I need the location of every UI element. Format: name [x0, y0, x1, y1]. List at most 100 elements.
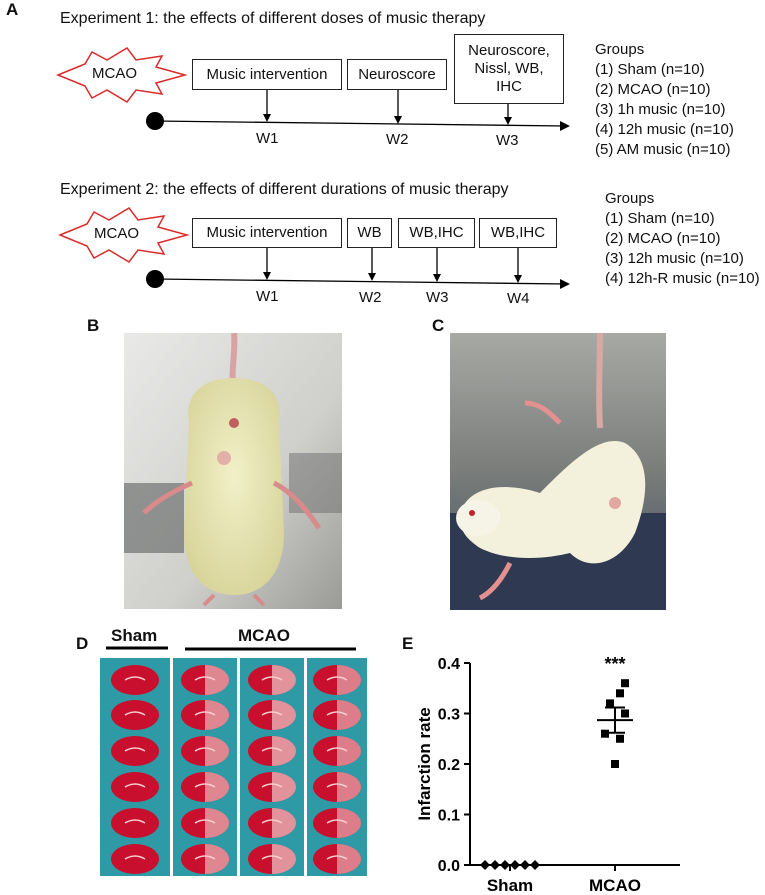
data-point-mcao: [601, 729, 609, 738]
timeline-2-arrowhead: [560, 279, 570, 289]
exp2-box-music-intervention: Music intervention: [192, 218, 342, 248]
exp2-box-wb-ihc-1: WB,IHC: [398, 218, 475, 248]
data-point-sham: [480, 860, 490, 870]
infarct-region: [205, 665, 229, 695]
ventricle-mark: [194, 676, 216, 681]
ventricle-mark: [261, 855, 283, 860]
ventricle-mark: [124, 783, 146, 788]
exp2-group-item: (1) Sham (n=10): [605, 210, 715, 227]
infarct-region: [272, 700, 296, 730]
data-point-mcao: [616, 734, 624, 743]
y-tick-label: 0.3: [438, 707, 460, 724]
ventricle-mark: [326, 711, 348, 716]
data-point-sham: [490, 860, 500, 870]
timeline-diagram: [56, 47, 570, 289]
panel-d-sham-label: Sham: [111, 626, 158, 645]
experiment-2-title: Experiment 2: the effects of different d…: [60, 181, 509, 198]
ventricle-mark: [326, 747, 348, 752]
infarct-region: [337, 700, 361, 730]
y-tick-label: 0.1: [438, 808, 460, 825]
y-tick-label: 0.0: [438, 858, 460, 875]
x-tick-label: MCAO: [589, 876, 641, 895]
rat-photo-b: [124, 333, 342, 609]
exp2-week-2: W2: [359, 289, 382, 306]
mcao-starburst-2: [58, 207, 190, 263]
x-tick-label: Sham: [487, 876, 533, 895]
ventricle-mark: [326, 855, 348, 860]
ventricle-mark: [194, 711, 216, 716]
exp2-box-wb-ihc-2: WB,IHC: [479, 218, 557, 248]
exp1-group-item: (5) AM music (n=10): [595, 141, 731, 158]
exp1-group-item: (1) Sham (n=10): [595, 61, 705, 78]
panel-d-mcao-label: MCAO: [238, 626, 290, 645]
infarct-region: [337, 808, 361, 838]
ventricle-mark: [124, 747, 146, 752]
exp1-groups-title: Groups: [595, 41, 645, 58]
infarct-region: [205, 700, 229, 730]
ventricle-mark: [261, 783, 283, 788]
ventricle-mark: [194, 819, 216, 824]
exp2-group-item: (4) 12h-R music (n=10): [605, 270, 760, 287]
ventricle-mark: [194, 747, 216, 752]
exp2-groups-title: Groups: [605, 190, 655, 207]
brain-slice: [111, 665, 159, 695]
exp2-week-1: W1: [256, 288, 279, 305]
infarct-region: [205, 808, 229, 838]
ventricle-mark: [124, 676, 146, 681]
panel-letter-a: A: [6, 0, 19, 19]
ventricle-mark: [326, 676, 348, 681]
exp1-groups: Groups (1) Sham (n=10) (2) MCAO (n=10) (…: [595, 40, 734, 160]
data-point-mcao: [611, 760, 619, 768]
brain-slice: [111, 808, 159, 838]
exp2-week-4: W4: [507, 290, 530, 307]
infarct-region: [337, 772, 361, 802]
y-axis-label: Infarction rate: [415, 707, 434, 820]
exp2-week-3: W3: [426, 289, 449, 306]
brain-slice: [111, 736, 159, 766]
infarct-region: [337, 844, 361, 874]
y-tick-label: 0.2: [438, 757, 460, 774]
exp1-box-final-assays: Neuroscore, Nissl, WB, IHC: [454, 34, 564, 104]
ventricle-mark: [261, 819, 283, 824]
mcao-starburst-1: [56, 47, 188, 103]
significance-annotation: ***: [604, 654, 625, 674]
infarct-region: [272, 844, 296, 874]
brain-slice: [111, 772, 159, 802]
exp2-groups: Groups (1) Sham (n=10) (2) MCAO (n=10) (…: [605, 189, 760, 289]
infarct-region: [272, 736, 296, 766]
experiment-1-title: Experiment 1: the effects of different d…: [60, 10, 486, 27]
exp1-group-item: (2) MCAO (n=10): [595, 81, 711, 98]
timeline-1-arrowhead: [560, 121, 570, 131]
infarct-region: [205, 772, 229, 802]
infarct-region: [272, 772, 296, 802]
data-point-mcao: [616, 689, 624, 698]
exp1-week-1: W1: [256, 130, 279, 147]
ventricle-mark: [194, 783, 216, 788]
exp2-group-item: (2) MCAO (n=10): [605, 230, 721, 247]
brain-slice: [111, 844, 159, 874]
data-point-sham: [500, 860, 510, 870]
data-point-sham: [520, 860, 530, 870]
timeline-2-axis: [154, 278, 567, 285]
mcao-label-2: MCAO: [94, 225, 139, 242]
infarct-region: [205, 736, 229, 766]
data-point-sham: [530, 860, 540, 870]
exp1-week-3: W3: [496, 132, 519, 149]
exp2-group-item: (3) 12h music (n=10): [605, 250, 744, 267]
panel-letter-e: E: [402, 634, 414, 653]
infarct-region: [337, 736, 361, 766]
ventricle-mark: [124, 711, 146, 716]
timeline-1-axis: [154, 120, 567, 127]
mcao-label-1: MCAO: [92, 65, 137, 82]
panel-letter-c: C: [432, 316, 445, 335]
ventricle-mark: [261, 676, 283, 681]
data-point-mcao: [606, 699, 614, 708]
exp1-box-neuroscore: Neuroscore: [347, 59, 447, 90]
infarct-region: [205, 844, 229, 874]
ventricle-mark: [326, 819, 348, 824]
infarct-region: [337, 665, 361, 695]
ventricle-mark: [124, 819, 146, 824]
infarct-region: [272, 808, 296, 838]
ventricle-mark: [124, 855, 146, 860]
brain-slices-photo: [100, 646, 367, 876]
